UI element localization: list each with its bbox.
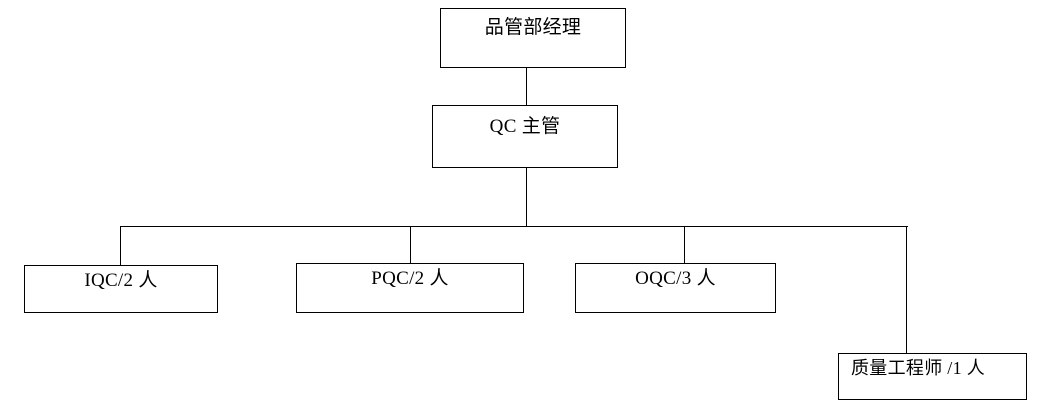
node-quality-engineer[interactable]: 质量工程师 /1 人 (838, 353, 1027, 400)
node-iqc[interactable]: IQC/2 人 (24, 265, 218, 313)
node-oqc-label: OQC/3 人 (635, 268, 716, 289)
connector-bus-to-iqc (120, 226, 122, 265)
node-pqc-label: PQC/2 人 (371, 268, 449, 289)
connector-qc-to-bus (526, 168, 528, 226)
connector-bus-to-quality-engineer (906, 226, 908, 353)
node-manager-label: 品管部经理 (484, 17, 582, 38)
connector-bus-to-pqc (410, 226, 412, 263)
node-iqc-label: IQC/2 人 (84, 270, 158, 291)
node-qc-supervisor-label: QC 主管 (489, 116, 561, 137)
connector-horizontal-bus (120, 226, 908, 228)
node-oqc[interactable]: OQC/3 人 (575, 263, 776, 313)
connector-manager-to-qc (526, 68, 528, 105)
connector-bus-to-oqc (684, 226, 686, 263)
node-quality-engineer-label: 质量工程师 /1 人 (851, 358, 986, 378)
node-manager[interactable]: 品管部经理 (440, 8, 626, 68)
node-pqc[interactable]: PQC/2 人 (296, 263, 524, 313)
node-qc-supervisor[interactable]: QC 主管 (432, 105, 618, 168)
